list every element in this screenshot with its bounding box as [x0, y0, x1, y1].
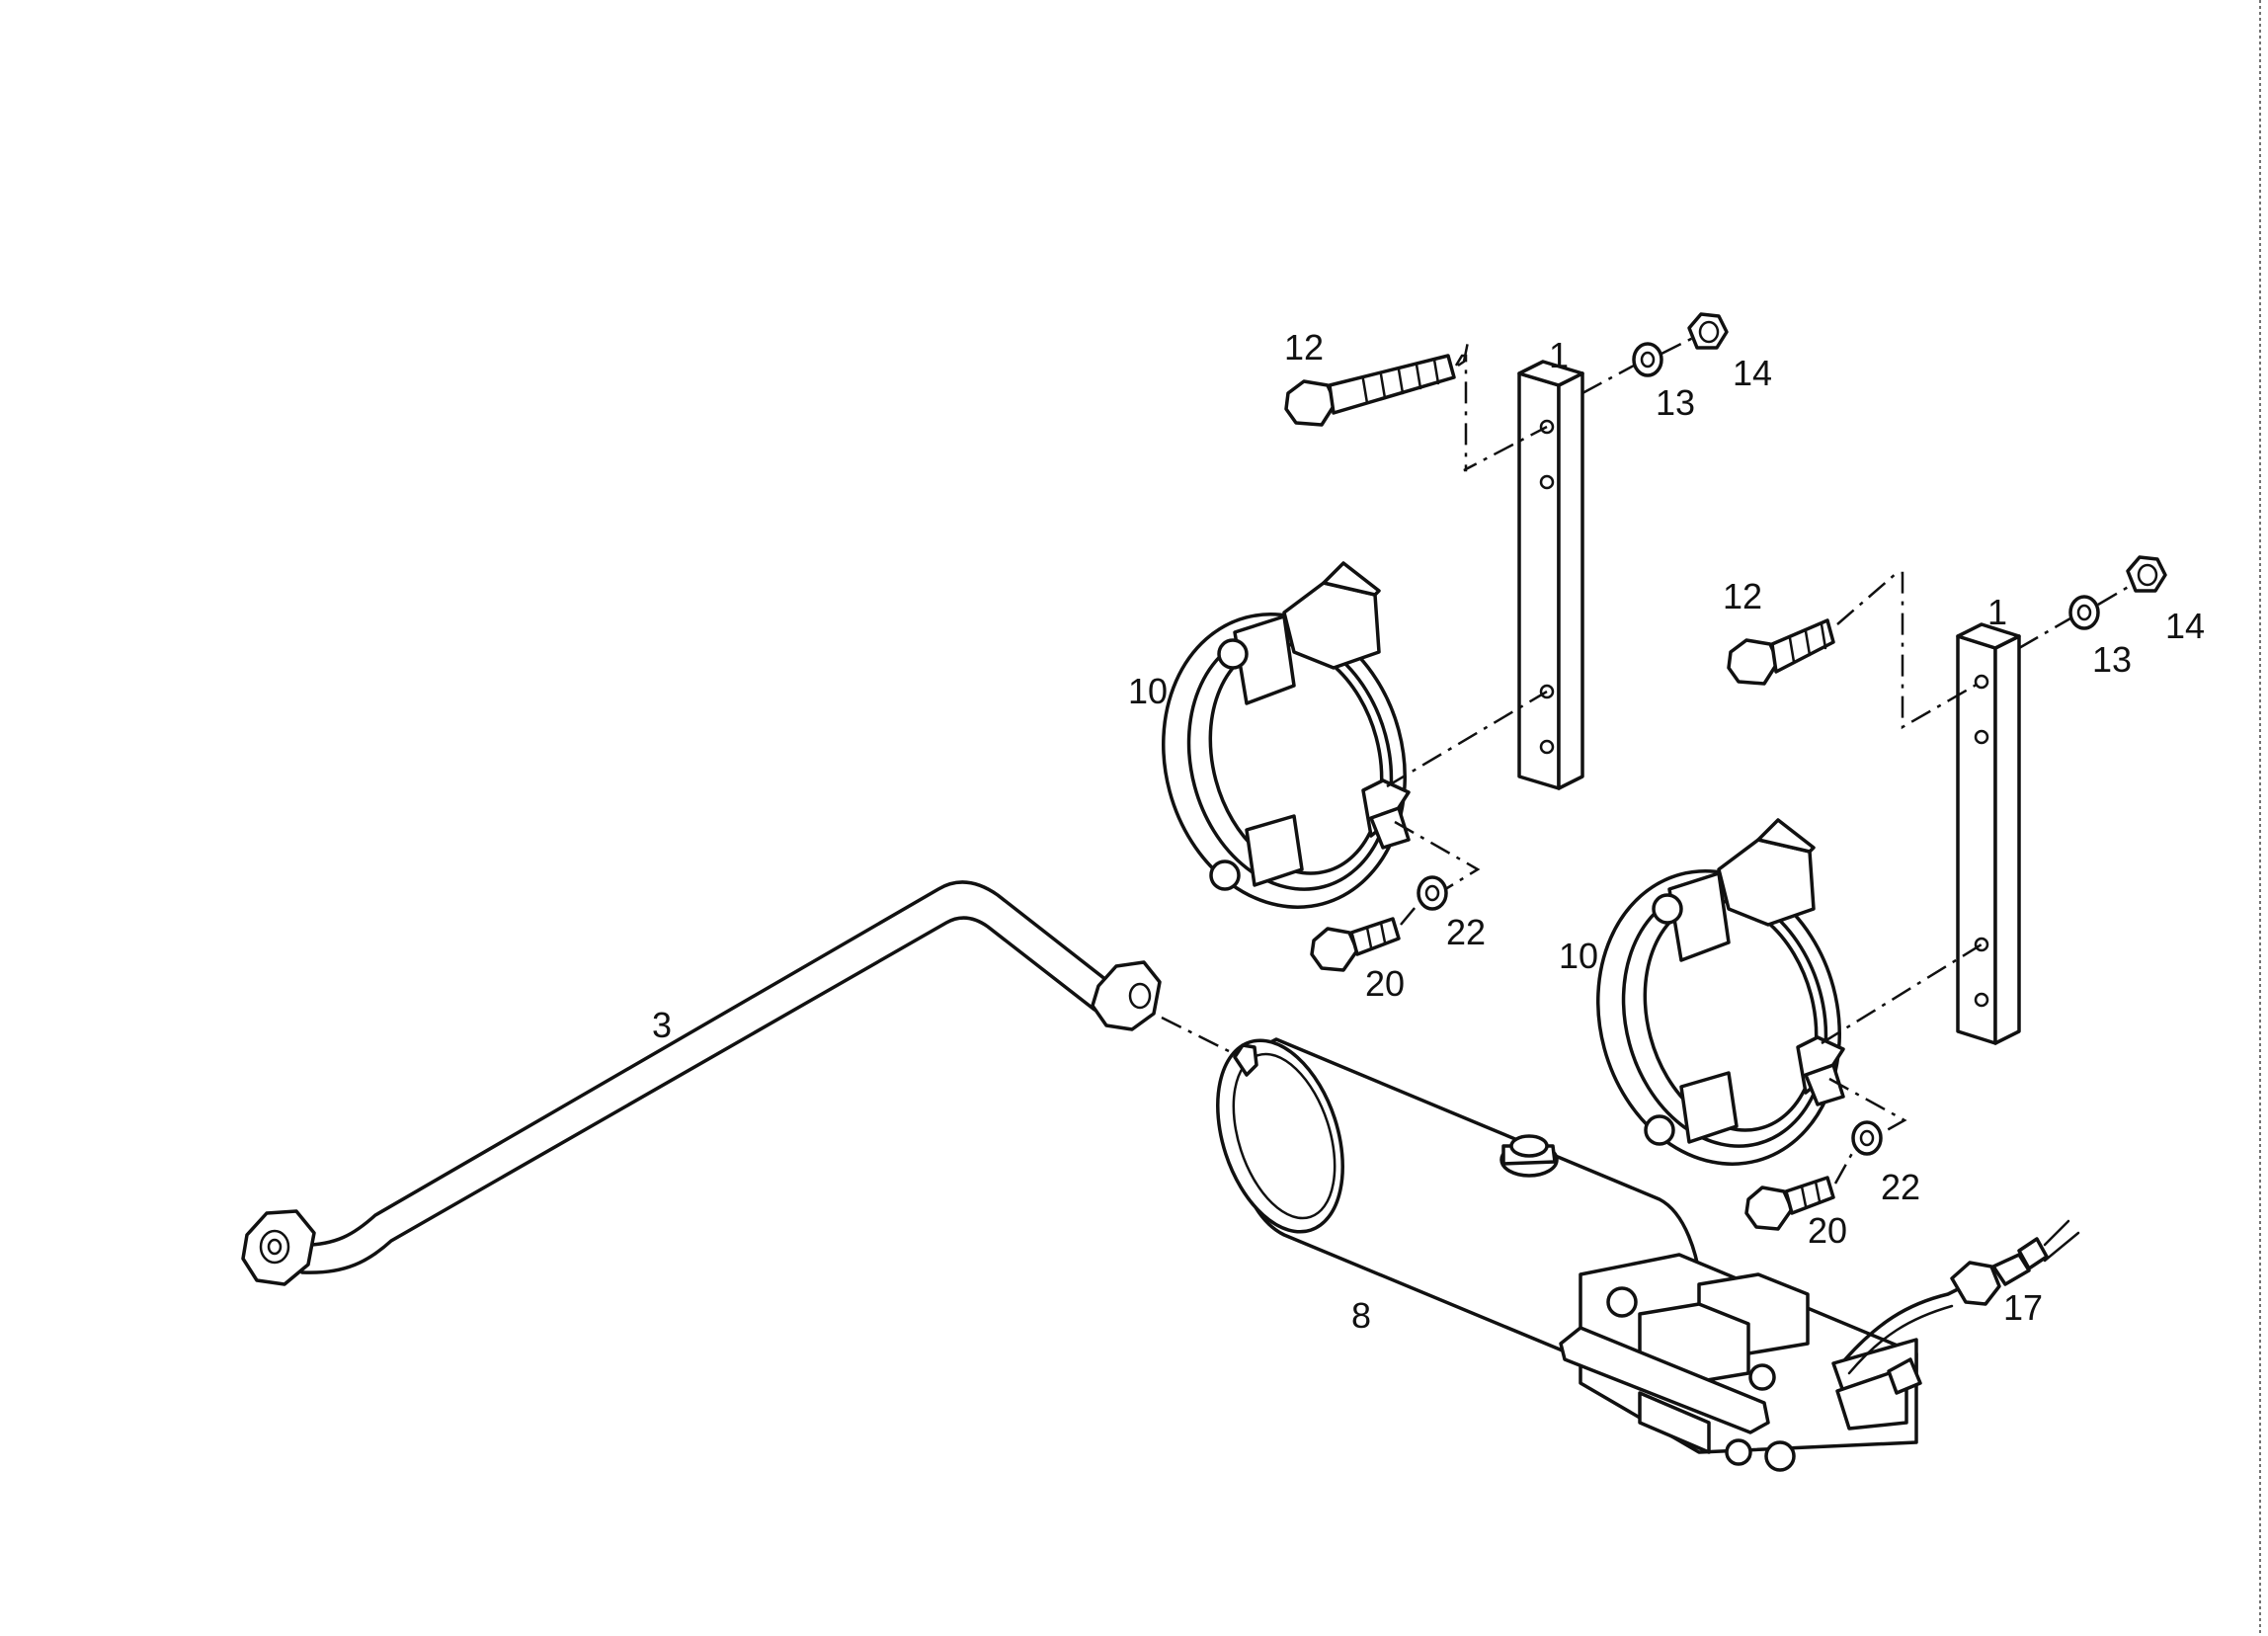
- left-strap: [1517, 360, 1584, 790]
- callout-right-top-nut: 14: [2165, 606, 2205, 646]
- callout-left-bottom-washer: 22: [1446, 912, 1486, 952]
- callout-left-strap: 1: [1549, 335, 1569, 375]
- callout-pipe: 3: [652, 1005, 672, 1045]
- right-clamp: [1596, 818, 1845, 1166]
- left-clamp: [1162, 561, 1411, 909]
- pipe-left-nut: [241, 1209, 316, 1286]
- left-bottom-washer: [1417, 875, 1448, 911]
- callout-left-top-bolt: 12: [1284, 327, 1324, 368]
- right-bottom-bolt: [1744, 1176, 1835, 1231]
- right-top-nut: [2126, 555, 2167, 593]
- pipe-right-nut: [1091, 960, 1162, 1031]
- callout-right-clamp: 10: [1559, 936, 1598, 976]
- right-strap: [1956, 622, 2021, 1045]
- callout-right-bottom-bolt: 20: [1808, 1210, 1847, 1251]
- callout-left-top-washer: 13: [1656, 382, 1695, 423]
- left-top-bolt: [1284, 354, 1456, 427]
- reservoir-top-port: [1499, 1134, 1559, 1178]
- right-top-washer: [2068, 595, 2100, 630]
- right-bottom-washer: [1851, 1120, 1883, 1156]
- callout-reservoir: 8: [1351, 1295, 1371, 1336]
- right-top-bolt: [1727, 618, 1835, 686]
- reservoir-valve-block: [1559, 1253, 1922, 1472]
- air-reservoir: [1216, 1037, 2080, 1472]
- left-top-washer: [1632, 342, 1663, 377]
- callout-right-bottom-washer: 22: [1881, 1167, 1920, 1207]
- left-top-nut: [1687, 312, 1729, 350]
- callout-right-strap: 1: [1987, 592, 2007, 632]
- callout-left-bottom-bolt: 20: [1365, 963, 1405, 1004]
- callout-sensor-fitting: 17: [2003, 1287, 2043, 1328]
- callout-right-top-washer: 13: [2092, 639, 2132, 680]
- callout-right-top-bolt: 12: [1723, 576, 1762, 616]
- left-bottom-bolt: [1310, 917, 1401, 972]
- air-pipe: [241, 880, 1238, 1286]
- right-mount-assembly: [1596, 555, 2167, 1231]
- callout-left-clamp: 10: [1128, 671, 1168, 711]
- callout-left-top-nut: 14: [1733, 353, 1772, 393]
- sensor-fitting: [1843, 1219, 2080, 1375]
- left-mount-assembly: [1162, 312, 1729, 972]
